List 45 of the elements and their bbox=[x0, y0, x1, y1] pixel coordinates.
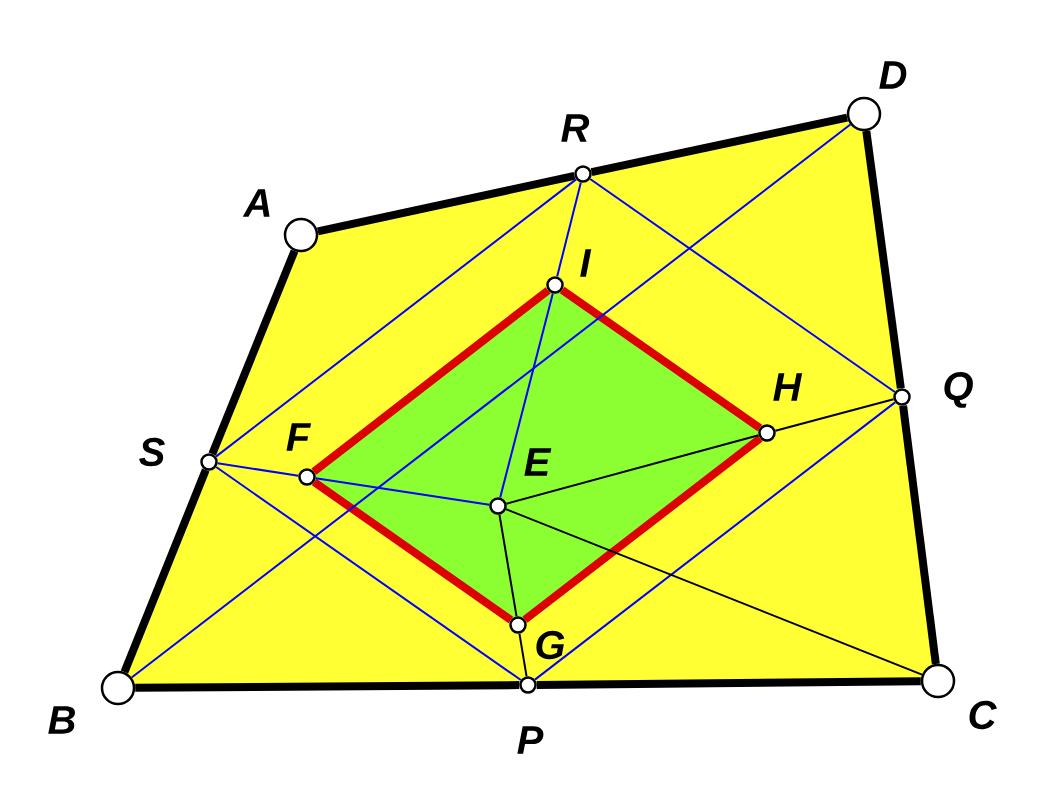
line-segment bbox=[505, 434, 760, 505]
line-segment bbox=[215, 466, 522, 681]
line-segment bbox=[216, 462, 300, 477]
line-segment bbox=[311, 478, 514, 624]
point bbox=[298, 468, 316, 486]
point-label: F bbox=[286, 423, 312, 451]
line-segment bbox=[498, 513, 518, 618]
point bbox=[200, 453, 218, 471]
point bbox=[574, 165, 592, 183]
line-segment bbox=[533, 401, 897, 681]
point bbox=[893, 388, 911, 406]
line-segment bbox=[556, 181, 582, 278]
point bbox=[100, 670, 136, 706]
point-label: P bbox=[517, 726, 544, 754]
point-label: E bbox=[524, 448, 552, 476]
line-segment bbox=[208, 249, 299, 456]
point bbox=[758, 424, 776, 442]
line-segment bbox=[314, 477, 491, 506]
point-label: A bbox=[242, 189, 270, 217]
line-segment bbox=[518, 632, 528, 678]
point bbox=[283, 217, 319, 253]
point bbox=[489, 497, 507, 515]
line-segment bbox=[505, 508, 923, 676]
point-label: H bbox=[773, 373, 803, 401]
point bbox=[920, 663, 956, 699]
point-label: B bbox=[48, 706, 75, 734]
line-segment bbox=[311, 287, 551, 475]
point-label: D bbox=[879, 61, 907, 89]
point bbox=[509, 616, 527, 634]
line-segment bbox=[774, 398, 895, 432]
line-segment bbox=[214, 178, 578, 458]
point bbox=[546, 276, 564, 294]
line-segment bbox=[522, 435, 763, 623]
point bbox=[846, 96, 882, 132]
point-label: C bbox=[969, 700, 997, 730]
line-segment bbox=[120, 468, 210, 674]
line-segment bbox=[559, 286, 763, 432]
line-segment bbox=[499, 292, 554, 499]
line-segment bbox=[589, 178, 896, 393]
point-label: I bbox=[580, 249, 592, 277]
point bbox=[519, 676, 537, 694]
point-label: Q bbox=[944, 372, 973, 408]
point-label: S bbox=[139, 437, 165, 467]
point-label: G bbox=[536, 630, 565, 660]
point-label: R bbox=[561, 114, 590, 142]
